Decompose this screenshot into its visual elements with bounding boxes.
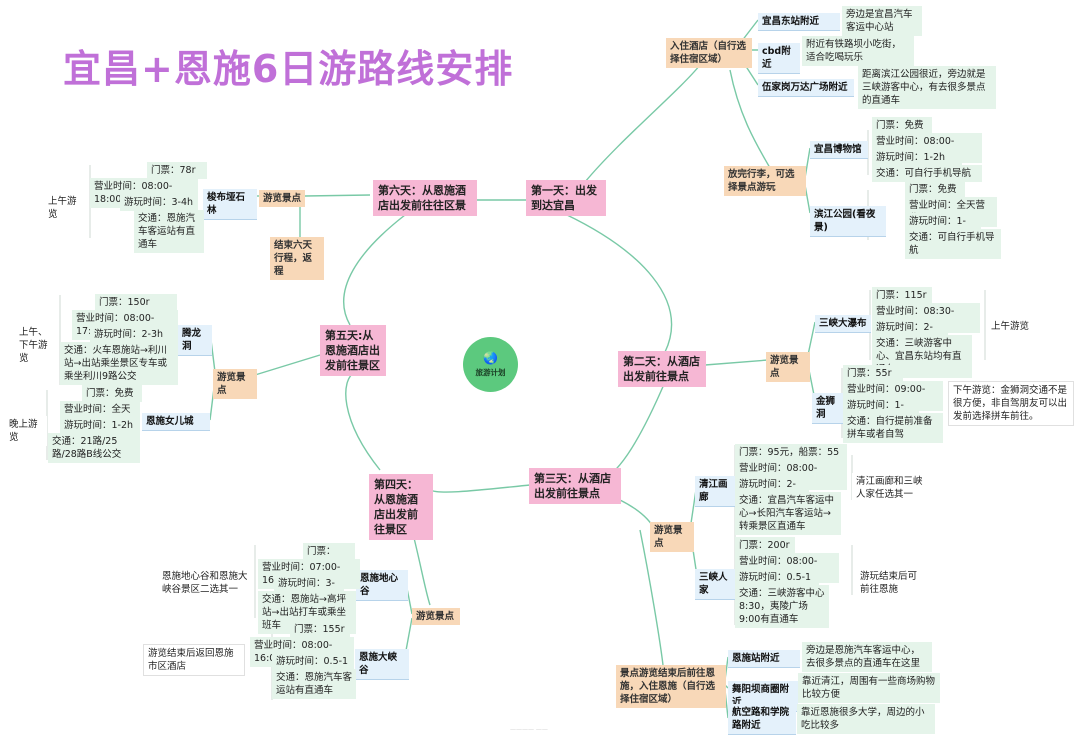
- day1-area-name[interactable]: 伍家岗万达广场附近: [758, 79, 854, 97]
- day3-label[interactable]: 游览景点: [650, 522, 694, 552]
- day2-spot-note: 上午游览: [987, 318, 1035, 335]
- day3-after-note: 游玩结束后可前往恩施: [856, 568, 922, 598]
- day1-spot-detail: 交通：可自行手机导航: [905, 229, 1001, 259]
- day3-area-name[interactable]: 航空路和学院路附近: [728, 704, 796, 735]
- day1-area-note: 旁边是宜昌汽车客运中心站: [842, 6, 922, 36]
- day6-end-node[interactable]: 结束六天行程，返程: [270, 237, 324, 280]
- day5-node[interactable]: 第五天:从恩施酒店出发前往景区: [320, 325, 386, 376]
- page-title: 宜昌+恩施6日游路线安排: [63, 47, 514, 91]
- day1-spot-name[interactable]: 滨江公园(看夜景): [810, 206, 886, 237]
- day4-spot-detail: 门票：155r: [290, 621, 350, 638]
- day5-spot-name[interactable]: 恩施女儿城: [142, 413, 210, 431]
- day3-area-note: 靠近清江，周围有一些商场购物比较方便: [798, 673, 940, 703]
- day5-spot-note: 晚上游览: [5, 416, 47, 446]
- day5-spot-name[interactable]: 腾龙洞: [178, 325, 212, 356]
- globe-icon: 🌏: [483, 351, 498, 365]
- day4-note: 恩施地心谷和恩施大峡谷景区二选其一: [158, 568, 254, 598]
- day6-spot-name[interactable]: 梭布垭石林: [203, 189, 257, 220]
- day6-node[interactable]: 第六天：从恩施酒店出发前往往区景: [373, 180, 477, 216]
- day5-spot-detail: 营业时间：全天: [60, 401, 140, 418]
- day3-area-name[interactable]: 恩施站附近: [728, 650, 800, 668]
- day3-spot-detail: 交通：三峡游客中心8:30，夷陵广场9:00有直通车: [735, 585, 829, 628]
- day1-node[interactable]: 第一天：出发到达宜昌: [526, 180, 606, 216]
- day5-spot-detail: 游玩时间：2-3h: [90, 326, 178, 343]
- day5-spot-note: 上午、下午游览: [15, 324, 59, 367]
- day2-spot-name[interactable]: 金狮洞: [812, 393, 846, 424]
- day3-spot-name[interactable]: 清江画廊: [695, 476, 739, 507]
- day2-spot-detail: 交通：自行提前准备拼车或者自驾: [843, 413, 943, 443]
- center-label: 旅游计划: [475, 368, 506, 377]
- day1-area-name[interactable]: cbd附近: [758, 43, 800, 74]
- watermark: ———— ——: [510, 726, 548, 733]
- day1-spot-detail: 门票：免费: [872, 117, 932, 134]
- day4-spot-name[interactable]: 恩施大峡谷: [355, 649, 409, 680]
- day3-hotel-node[interactable]: 景点游览结束后前往恩施，入住恩施（自行选择住宿区域）: [616, 665, 726, 708]
- day4-node[interactable]: 第四天：从恩施酒店出发前往景区: [369, 474, 433, 540]
- day1-hotel-node[interactable]: 入住酒店（自行选择住宿区域）: [666, 38, 752, 68]
- day3-choice-note: 清江画廊和三峡人家任选其一: [852, 473, 930, 503]
- day2-spot-detail: 门票：115r: [872, 287, 932, 304]
- day6-spot-note: 上午游览: [44, 193, 88, 223]
- day3-spot-detail: 门票：200r: [735, 537, 795, 554]
- day5-spot-detail: 门票：免费: [82, 385, 142, 402]
- day1-spot-name[interactable]: 宜昌博物馆: [810, 141, 868, 159]
- day3-spot-name[interactable]: 三峡人家: [695, 569, 739, 600]
- day1-spot-detail: 交通：可自行手机导航: [872, 165, 982, 182]
- day4-label[interactable]: 游览景点: [412, 608, 460, 625]
- day2-spot-note: 下午游览：金狮洞交通不是很方便，非自驾朋友可以出发前选择拼车前往。: [948, 381, 1074, 426]
- day4-note: 游览结束后返回恩施市区酒店: [143, 644, 245, 676]
- day6-spot-detail: 交通：恩施汽车客运站有直通车: [134, 210, 204, 253]
- day1-area-note: 附近有铁路坝小吃街，适合吃喝玩乐: [802, 36, 914, 66]
- center-node[interactable]: 🌏 旅游计划: [463, 337, 518, 392]
- day5-label[interactable]: 游览景点: [213, 369, 257, 399]
- day6-spot-detail: 门票：78r: [147, 162, 207, 179]
- day2-spot-detail: 门票：55r: [843, 365, 903, 382]
- day5-spot-detail: 交通：21路/25路/28路B线公交: [48, 433, 140, 463]
- day5-spot-detail: 门票：150r: [95, 294, 177, 311]
- day1-spot-detail: 门票：免费: [905, 181, 965, 198]
- day4-spot-detail: 交通：恩施汽车客运站有直通车: [272, 669, 356, 699]
- day5-spot-detail: 交通：火车恩施站→利川站→出站乘坐景区专车或乘坐利川9路公交: [60, 342, 178, 385]
- day1-free-node[interactable]: 放完行李，可选择景点游玩: [724, 166, 806, 196]
- day4-spot-name[interactable]: 恩施地心谷: [356, 570, 408, 601]
- day5-spot-detail: 游玩时间：1-2h: [60, 417, 140, 434]
- day1-area-name[interactable]: 宜昌东站附近: [758, 13, 840, 31]
- day5-spot-detail: 营业时间：08:00-17:30: [72, 310, 178, 340]
- day3-area-note: 靠近恩施很多大学，周边的小吃比较多: [797, 704, 935, 734]
- day6-label[interactable]: 游览景点: [259, 190, 305, 207]
- day2-node[interactable]: 第二天：从酒店出发前往景点: [618, 351, 706, 387]
- day6-spot-detail: 游玩时间：3-4h: [120, 194, 198, 211]
- day3-node[interactable]: 第三天：从酒店出发前往景点: [529, 468, 621, 504]
- day3-spot-detail: 交通：宜昌汽车客运中心→长阳汽车客运站→转乘景区直通车: [735, 492, 841, 535]
- day2-spot-name[interactable]: 三峡大瀑布: [815, 315, 871, 333]
- day1-spot-detail: 游玩时间：1-2h: [872, 149, 962, 166]
- day3-area-note: 旁边是恩施汽车客运中心，去很多景点的直通车在这里: [802, 642, 932, 672]
- day2-label[interactable]: 游览景点: [766, 352, 810, 382]
- day1-area-note: 距离滨江公园很近，旁边就是三峡游客中心，有去很多景点的直通车: [858, 66, 996, 109]
